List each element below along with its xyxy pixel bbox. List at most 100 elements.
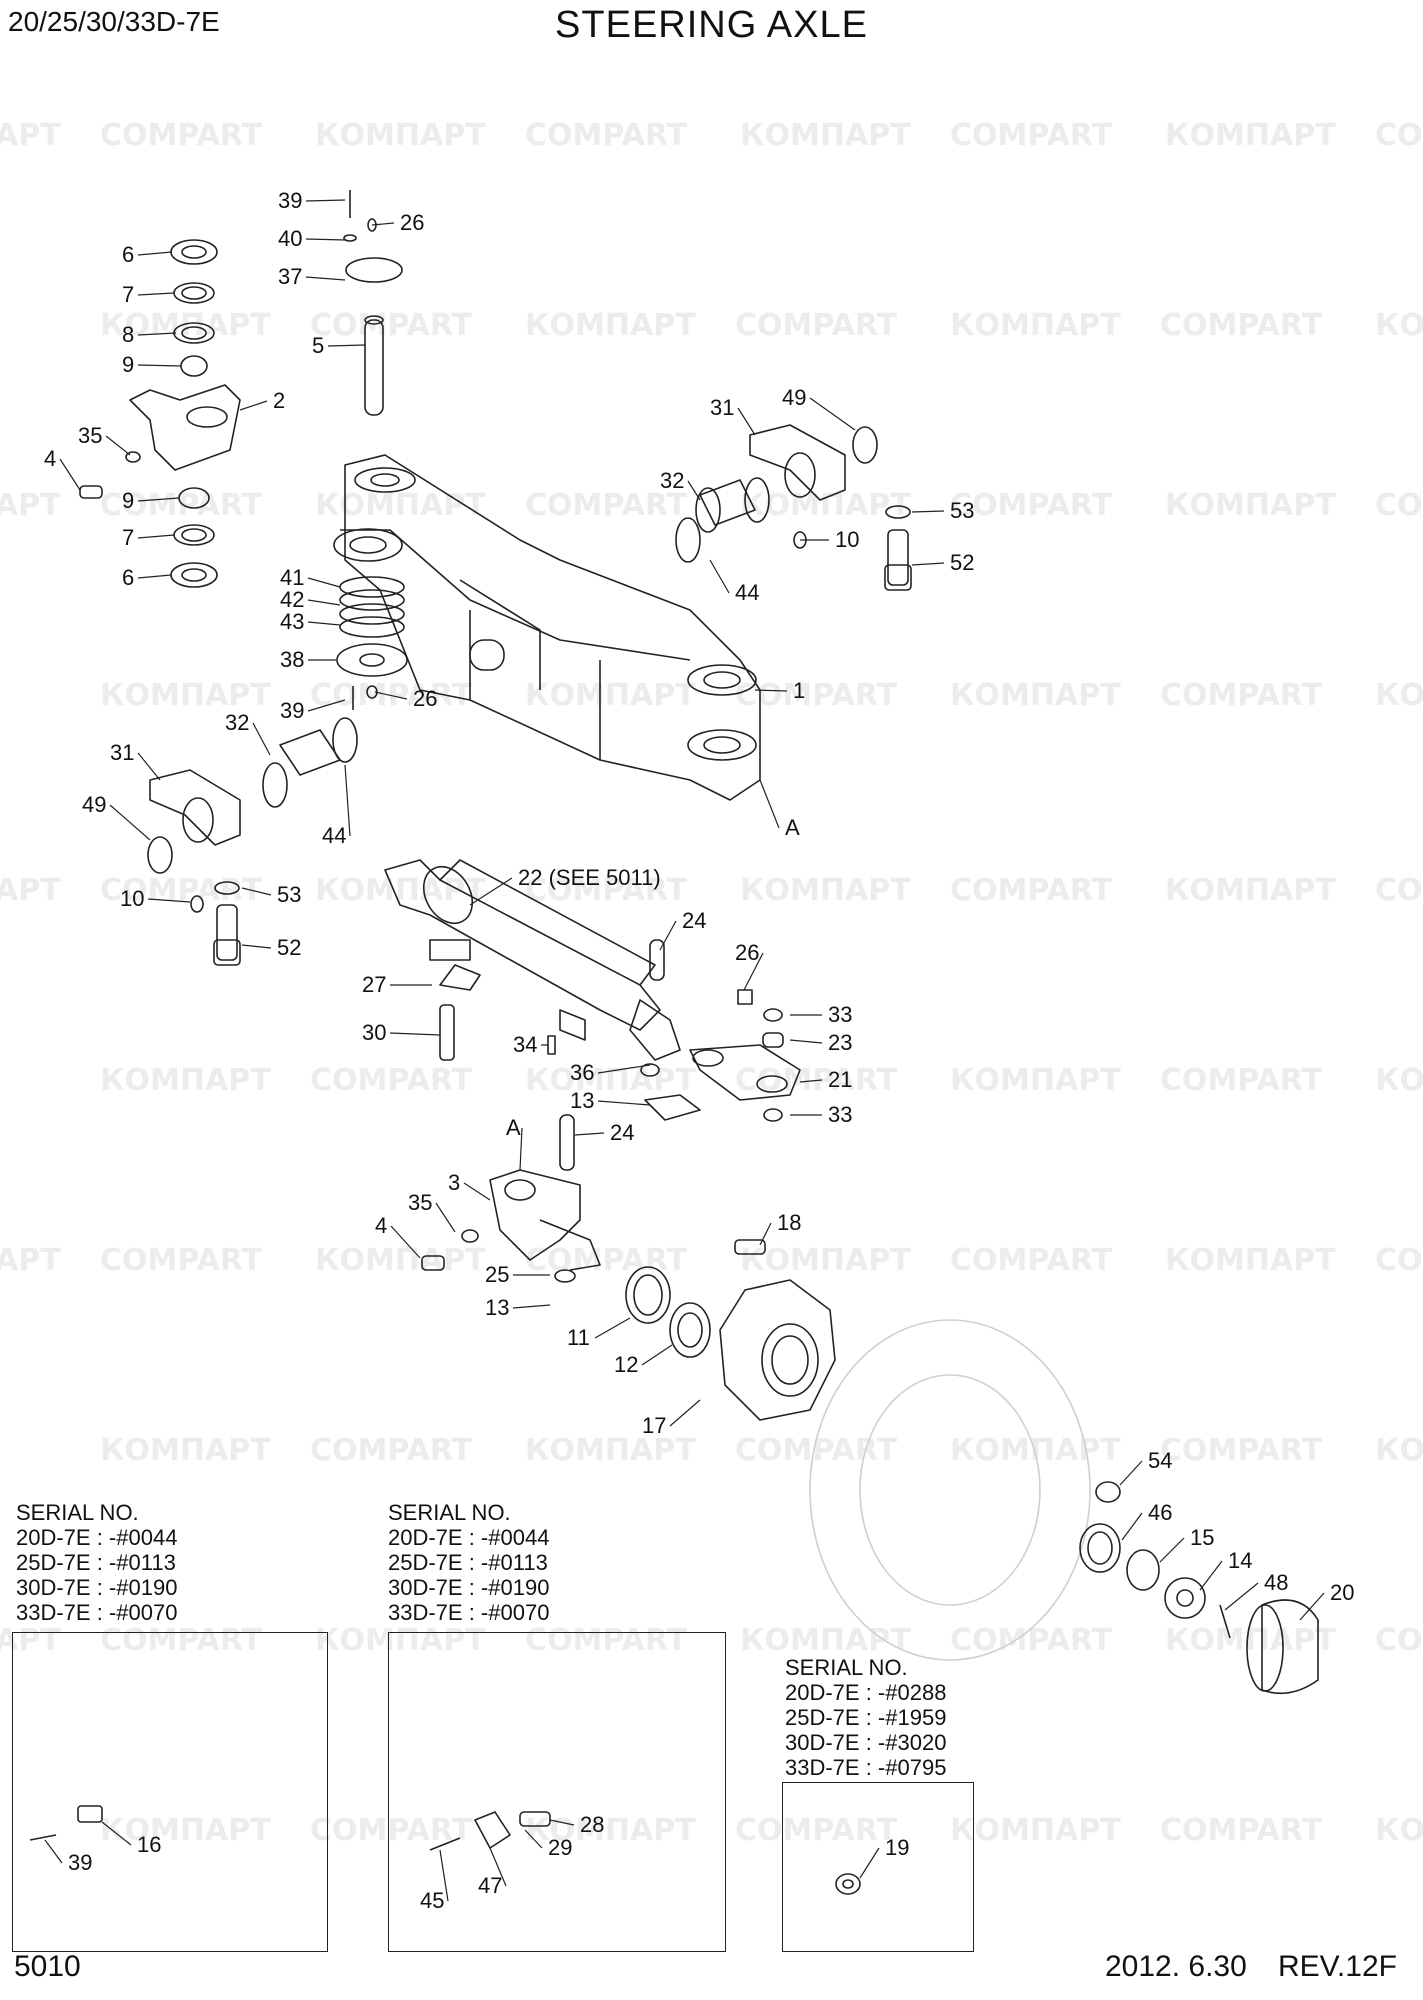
watermark-text-en: COMPART: [1160, 678, 1323, 713]
callout-c4a: 4: [44, 446, 56, 471]
serial-heading: SERIAL NO.: [16, 1500, 139, 1525]
watermark-text-en: COMPART: [525, 488, 688, 523]
watermark-text-en: COMPART: [310, 1433, 473, 1468]
watermark-text-en: COMPART: [525, 873, 688, 908]
watermark-text-ru: КОМПАРТ: [525, 1813, 696, 1848]
leader-line-c2: [239, 400, 268, 411]
callout-c42: 42: [280, 587, 304, 612]
leader-line-c3: [463, 1182, 491, 1201]
right-knuckle-hub: [421, 1114, 836, 1421]
watermark-text-ru: КОМПАРТ: [1165, 1243, 1336, 1278]
leader-line-c14: [1199, 1560, 1223, 1591]
leader-line-c49a: [809, 397, 856, 431]
leader-line-c53b: [241, 887, 272, 896]
callout-c33a: 33: [828, 1002, 852, 1027]
leader-line-c39a: [305, 199, 346, 202]
watermark-text-ru: КОМПАРТ: [950, 1813, 1121, 1848]
watermark-layer: КОМПАРТ COMPART КОМПАРТ COMPART КОМПАРТ COMPA…: [0, 118, 1423, 1848]
leader-line-c44b: [344, 764, 351, 837]
callout-c36: 36: [570, 1060, 594, 1085]
watermark-text-ru: КОМПАРТ: [1375, 1813, 1423, 1848]
leader-line-c4b: [390, 1225, 421, 1259]
tire-outline: [809, 1319, 1091, 1661]
watermark-text-ru: КОМПАРТ: [950, 1433, 1121, 1468]
callout-c49b: 49: [82, 792, 106, 817]
callout-c48: 48: [1264, 1570, 1288, 1595]
watermark-text-ru: КОМПАРТ: [525, 308, 696, 343]
leader-line-c24a: [659, 920, 677, 951]
callout-c20: 20: [1330, 1580, 1354, 1605]
watermark-text-en: COMPART: [525, 1243, 688, 1278]
footer-revision: REV.12F: [1278, 1950, 1397, 1983]
leader-line-c28: [549, 1819, 575, 1826]
callout-c25: 25: [485, 1262, 509, 1287]
left-knuckle-stack: [79, 239, 241, 588]
watermark-text-ru: КОМПАРТ: [1375, 308, 1423, 343]
inset-box-3: [782, 1782, 974, 1952]
callout-c53b: 53: [277, 882, 301, 907]
callout-c9b: 9: [122, 488, 134, 513]
leader-line-c29: [524, 1829, 543, 1849]
leader-line-c13a: [597, 1100, 651, 1106]
callout-c31a: 31: [710, 395, 734, 420]
watermark-text-ru: КОМПАРТ: [0, 488, 61, 523]
watermark-text-ru: КОМПАРТ: [950, 1063, 1121, 1098]
serial-line: 25D-7E : -#0113: [16, 1550, 176, 1575]
steering-link: [689, 989, 801, 1122]
callout-c24a: 24: [682, 908, 706, 933]
leader-line-c11: [594, 1317, 631, 1339]
leader-line-c22: [469, 877, 513, 906]
leader-line-c42: [307, 599, 341, 606]
inset-box-1: [12, 1632, 328, 1952]
callout-c38: 38: [280, 647, 304, 672]
leader-line-c36: [597, 1064, 651, 1074]
watermark-text-ru: КОМПАРТ: [100, 1063, 271, 1098]
leader-line-c7b: [137, 534, 175, 539]
callout-c7a: 7: [122, 282, 134, 307]
callout-c32b: 32: [225, 710, 249, 735]
callout-c29: 29: [548, 1835, 572, 1860]
model-range-label: 20/25/30/33D-7E: [8, 6, 220, 37]
callout-c16: 16: [137, 1832, 161, 1857]
watermark-text-en: COMPART: [735, 678, 898, 713]
right-mount-bracket: [675, 424, 912, 591]
leader-line-c26c: [743, 952, 764, 991]
footer-date: 2012. 6.30: [1105, 1950, 1247, 1983]
leader-line-c6a: [137, 251, 173, 256]
leader-line-c7a: [137, 292, 175, 296]
watermark-text-ru: КОМПАРТ: [100, 678, 271, 713]
watermark-text-en: COMPART: [950, 873, 1113, 908]
callout-c31b: 31: [110, 740, 134, 765]
watermark-text-ru: КОМПАРТ: [1165, 118, 1336, 153]
callout-c34: 34: [513, 1032, 537, 1057]
serial-line: 20D-7E : -#0044: [388, 1525, 550, 1550]
leader-line-c23: [789, 1039, 823, 1044]
leader-line-c45: [439, 1849, 449, 1902]
callout-c39b: 39: [280, 698, 304, 723]
leader-line-c39c: [44, 1839, 63, 1864]
callout-c17: 17: [642, 1413, 666, 1438]
watermark-text-en: COMPART: [735, 1813, 898, 1848]
watermark-text-ru: КОМПАРТ: [740, 1243, 911, 1278]
watermark-text-ru: КОМПАРТ: [1375, 1063, 1423, 1098]
leader-line-c9a: [137, 364, 182, 367]
watermark-text-en: COMPART: [310, 1813, 473, 1848]
watermark-text-ru: КОМПАРТ: [1165, 488, 1336, 523]
serial-heading: SERIAL NO.: [785, 1655, 908, 1680]
watermark-text-en: COMPART: [1160, 308, 1323, 343]
callout-c46: 46: [1148, 1500, 1172, 1525]
inset-parts: [29, 1805, 861, 1895]
callout-c21: 21: [828, 1067, 852, 1092]
watermark-text-ru: КОМПАРТ: [740, 873, 911, 908]
callout-c7b: 7: [122, 525, 134, 550]
callout-c44a: 44: [735, 580, 759, 605]
callout-c47: 47: [478, 1873, 502, 1898]
callout-c41: 41: [280, 565, 304, 590]
watermark-text-en: COMPART: [310, 308, 473, 343]
callout-c23: 23: [828, 1030, 852, 1055]
page-title: STEERING AXLE: [555, 4, 868, 46]
watermark-text-en: COMPART: [950, 1243, 1113, 1278]
watermark-text-ru: КОМПАРТ: [740, 1623, 911, 1658]
callout-c8: 8: [122, 322, 134, 347]
